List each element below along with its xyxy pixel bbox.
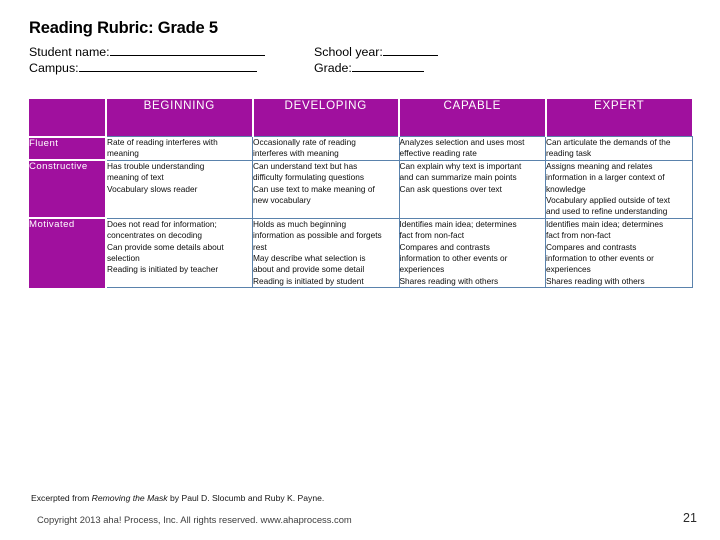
cell-line: information in a larger context of	[546, 172, 665, 183]
cell-line: meaning of text	[107, 172, 164, 183]
cell-line: Can articulate the demands of the	[546, 137, 671, 147]
table-row: Motivated Does not read for information;…	[29, 217, 693, 289]
rubric-header-developing: DEVELOPING	[252, 99, 400, 137]
copyright-notice: Copyright 2013 aha! Process, Inc. All ri…	[37, 514, 352, 525]
cell-line: Reading is initiated by teacher	[107, 264, 219, 275]
cell-line: new vocabulary	[253, 195, 311, 206]
rubric-cell-fluent-capable: Analyzes selection and uses most effecti…	[398, 136, 546, 161]
school-year-field-group: School year:	[314, 44, 438, 60]
form-row-1: Student name: School year:	[29, 44, 499, 60]
rubric-cell-motivated-expert: Identifies main idea; determines fact fr…	[545, 217, 693, 289]
rubric-cell-motivated-capable: Identifies main idea; determines fact fr…	[398, 217, 546, 289]
page-title: Reading Rubric: Grade 5	[29, 19, 218, 37]
rubric-cell-constructive-beginning: Has trouble understanding meaning of tex…	[105, 159, 253, 219]
excerpt-prefix: Excerpted from	[31, 493, 92, 503]
school-year-label: School year:	[314, 45, 383, 59]
form-row-2: Campus: Grade:	[29, 60, 499, 76]
cell-line: fact from non-fact	[546, 230, 611, 241]
cell-line: Does not read for information;	[107, 218, 217, 229]
cell-line: effective reading rate	[399, 148, 477, 159]
cell-line: fact from non-fact	[399, 230, 465, 241]
school-year-input[interactable]	[382, 44, 438, 56]
excerpt-suffix: by Paul D. Slocumb and Ruby K. Payne.	[167, 493, 325, 503]
grade-field-group: Grade:	[314, 60, 424, 76]
grade-input[interactable]	[351, 60, 424, 72]
cell-line: Vocabulary applied outside of text	[546, 195, 671, 206]
rubric-cell-fluent-beginning: Rate of reading interferes with meaning	[105, 136, 253, 161]
campus-field-group: Campus:	[29, 60, 314, 76]
rubric-row-label-fluent: Fluent	[29, 135, 107, 161]
rubric-cell-constructive-developing: Can understand text but has difficulty f…	[252, 159, 400, 219]
rubric-body: Fluent Rate of reading interferes with m…	[29, 135, 693, 289]
cell-line: Can explain why text is important	[399, 160, 522, 171]
rubric-row-label-constructive: Constructive	[29, 159, 107, 219]
cell-line: Shares reading with others	[546, 275, 645, 286]
cell-line: Occasionally rate of reading	[253, 137, 356, 147]
cell-line: and used to refine understanding	[546, 206, 668, 217]
cell-line: rest	[253, 241, 267, 252]
cell-line: Identifies main idea; determines	[399, 218, 517, 229]
cell-line: Assigns meaning and relates	[546, 160, 653, 171]
cell-line: Rate of reading interferes with	[107, 137, 218, 147]
cell-line: Can understand text but has	[253, 160, 358, 171]
rubric-row-label-motivated: Motivated	[29, 217, 107, 288]
cell-line: interferes with meaning	[253, 148, 339, 159]
cell-line: reading task	[546, 148, 592, 159]
table-row: Fluent Rate of reading interferes with m…	[29, 135, 693, 161]
rubric-cell-constructive-capable: Can explain why text is important and ca…	[398, 159, 546, 219]
campus-input[interactable]	[78, 60, 257, 72]
cell-line: selection	[107, 253, 140, 264]
cell-line: Has trouble understanding	[107, 160, 205, 171]
cell-line: Can use text to make meaning of	[253, 183, 375, 194]
page-number: 21	[683, 511, 697, 525]
grade-label: Grade:	[314, 61, 352, 75]
rubric-header-capable: CAPABLE	[399, 99, 547, 137]
cell-line: Holds as much beginning	[253, 218, 347, 229]
cell-line: Shares reading with others	[399, 275, 499, 286]
rubric-table: BEGINNING DEVELOPING CAPABLE EXPERT Flue…	[29, 99, 693, 289]
rubric-cell-motivated-beginning: Does not read for information; concentra…	[105, 217, 253, 289]
cell-line: Identifies main idea; determines	[546, 218, 664, 229]
cell-line: information to other events or	[546, 253, 654, 264]
rubric-header-expert: EXPERT	[545, 99, 692, 137]
cell-line: Vocabulary slows reader	[107, 183, 198, 194]
rubric-header-row: BEGINNING DEVELOPING CAPABLE EXPERT	[29, 99, 692, 137]
cell-line: information as possible and forgets	[253, 230, 382, 241]
cell-line: Can ask questions over text	[399, 183, 502, 194]
cell-line: Can provide some details about	[107, 241, 224, 252]
cell-line: experiences	[546, 264, 591, 275]
cell-line: about and provide some detail	[253, 264, 365, 275]
cell-line: information to other events or	[399, 253, 508, 264]
cell-line: and can summarize main points	[399, 172, 517, 183]
rubric-header-corner	[29, 99, 107, 137]
student-name-label: Student name:	[29, 45, 110, 59]
form-fields: Student name: School year: Campus: Grade…	[29, 44, 499, 76]
cell-line: experiences	[399, 264, 445, 275]
cell-line: meaning	[107, 148, 139, 159]
student-name-field-group: Student name:	[29, 44, 314, 60]
excerpt-book-title: Removing the Mask	[91, 493, 168, 503]
cell-line: difficulty formulating questions	[253, 172, 364, 183]
rubric-cell-motivated-developing: Holds as much beginning information as p…	[252, 217, 400, 289]
rubric-cell-constructive-expert: Assigns meaning and relates information …	[545, 159, 693, 219]
cell-line: knowledge	[546, 183, 586, 194]
rubric-cell-fluent-developing: Occasionally rate of reading interferes …	[252, 136, 400, 161]
student-name-input[interactable]	[109, 44, 265, 56]
rubric-header-beginning: BEGINNING	[106, 99, 254, 137]
cell-line: Analyzes selection and uses most	[399, 137, 525, 147]
cell-line: Reading is initiated by student	[253, 275, 364, 286]
cell-line: Compares and contrasts	[399, 241, 490, 252]
table-row: Constructive Has trouble understanding m…	[29, 159, 693, 219]
rubric-cell-fluent-expert: Can articulate the demands of the readin…	[545, 136, 693, 161]
cell-line: concentrates on decoding	[107, 230, 203, 241]
cell-line: May describe what selection is	[253, 253, 366, 264]
source-attribution: Excerpted from Removing the Mask by Paul…	[31, 493, 324, 503]
campus-label: Campus:	[29, 61, 79, 75]
cell-line: Compares and contrasts	[546, 241, 637, 252]
